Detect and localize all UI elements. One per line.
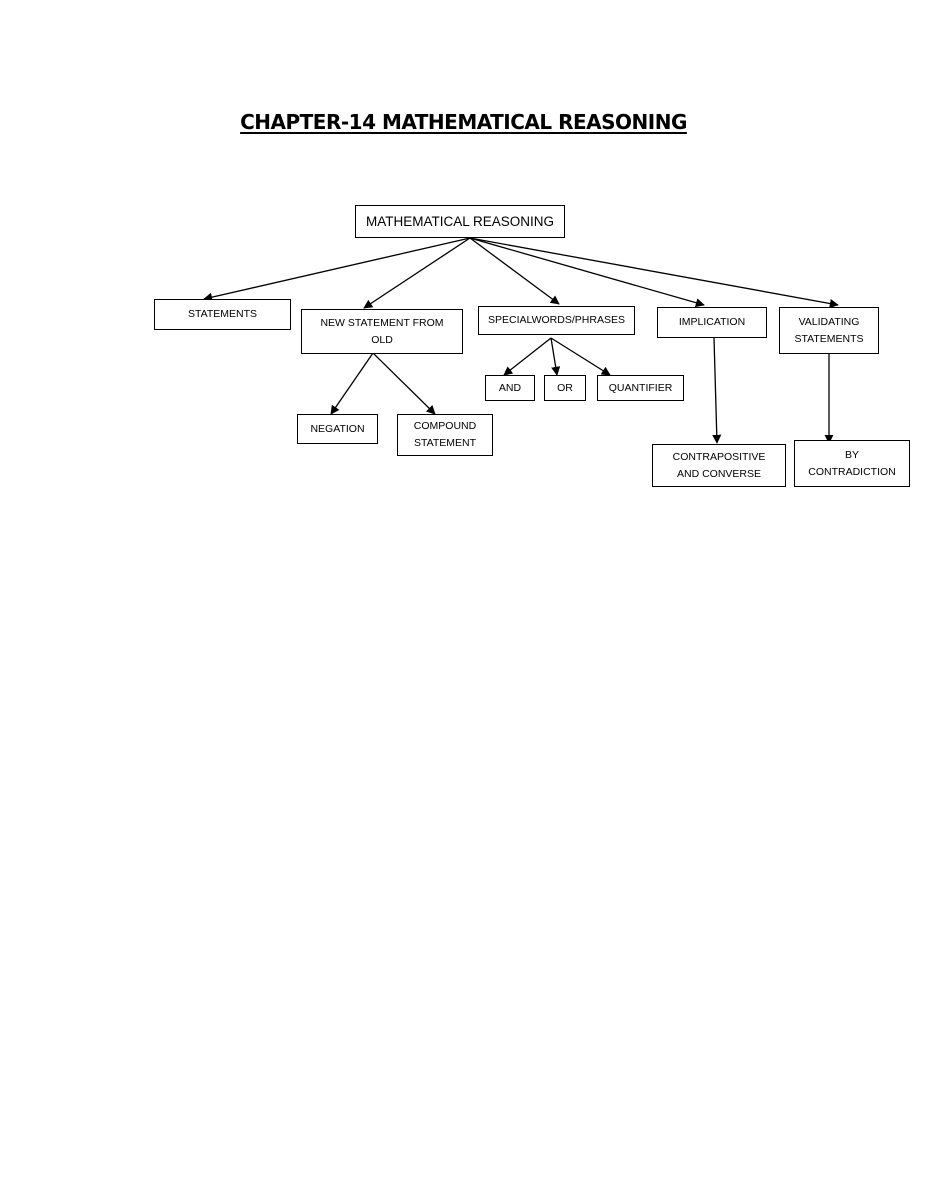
special-words-node: SPECIALWORDS/PHRASES	[478, 306, 635, 335]
quantifier-node-label: QUANTIFIER	[608, 381, 673, 394]
or-node: OR	[544, 375, 586, 401]
quantifier-node: QUANTIFIER	[597, 375, 684, 401]
arrow-root-validating	[469, 237, 839, 309]
arrow-new-statement-negation	[330, 352, 374, 415]
arrow-new-statement-compound	[372, 352, 436, 415]
implication-node-label: IMPLICATION	[678, 316, 746, 328]
by-contradiction-node: BY CONTRADICTION	[794, 440, 910, 487]
new-statement-node: NEW STATEMENT FROM OLD	[301, 309, 463, 354]
arrow-root-implication	[469, 237, 705, 308]
new-statement-node-label: NEW STATEMENT FROM OLD	[320, 316, 444, 346]
arrow-root-special-words	[469, 237, 560, 305]
by-contradiction-node-label: BY CONTRADICTION	[808, 448, 896, 478]
statements-node-label: STATEMENTS	[187, 308, 258, 320]
and-node-label: AND	[498, 381, 522, 394]
special-words-node-label: SPECIALWORDS/PHRASES	[488, 314, 625, 326]
arrow-root-new-statement	[363, 237, 471, 309]
statements-node: STATEMENTS	[154, 299, 291, 330]
arrow-special-quantifier	[550, 337, 611, 376]
root-node: MATHEMATICAL REASONING	[355, 205, 565, 238]
negation-node-label: NEGATION	[310, 422, 365, 435]
page-title-text: CHAPTER-14 MATHEMATICAL REASONING	[240, 110, 687, 134]
arrow-special-or	[550, 337, 561, 376]
contrapositive-node: CONTRAPOSITIVE AND CONVERSE	[652, 444, 786, 487]
and-node: AND	[485, 375, 535, 401]
or-node-label: OR	[557, 381, 573, 394]
validating-node: VALIDATING STATEMENTS	[779, 307, 879, 354]
compound-node: COMPOUND STATEMENT	[397, 414, 493, 456]
compound-node-label: COMPOUND STATEMENT	[413, 420, 477, 449]
contrapositive-node-label: CONTRAPOSITIVE AND CONVERSE	[672, 450, 766, 480]
validating-node-label: VALIDATING STATEMENTS	[794, 315, 864, 345]
negation-node: NEGATION	[297, 414, 378, 444]
implication-node: IMPLICATION	[657, 307, 767, 338]
arrow-special-and	[503, 337, 552, 376]
arrow-root-statements	[203, 237, 471, 302]
arrow-implication-contrapositive	[712, 337, 722, 444]
page-title: CHAPTER-14 MATHEMATICAL REASONING	[0, 110, 927, 134]
root-node-label: MATHEMATICAL REASONING	[365, 214, 555, 229]
